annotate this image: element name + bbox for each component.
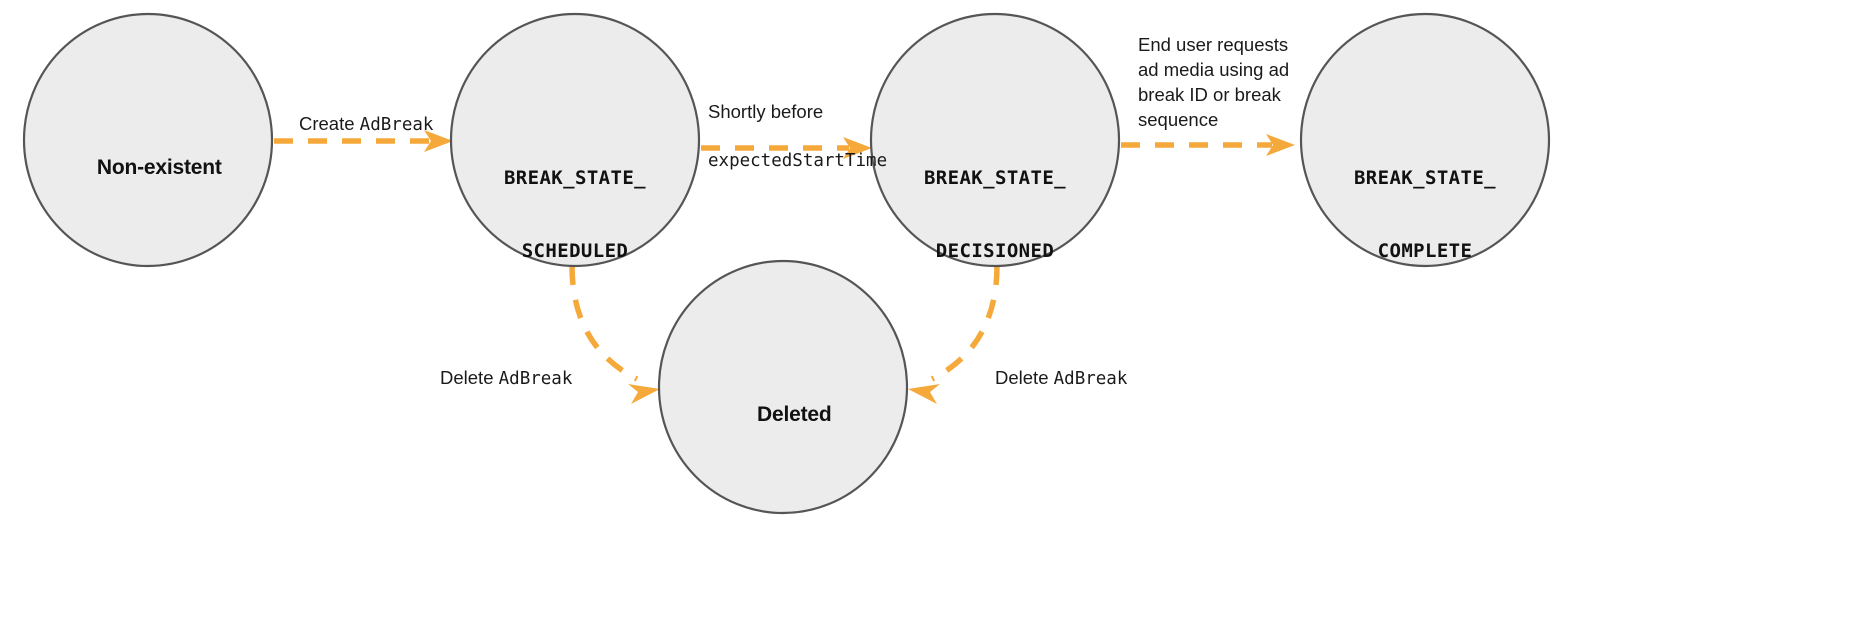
edge-end-user-requests <box>1121 134 1295 156</box>
edge-create-adbreak-arrowhead <box>424 130 453 152</box>
node-break-state-scheduled[interactable] <box>449 12 701 268</box>
edge-delete-from-scheduled <box>569 265 660 404</box>
edge-delete-from-scheduled-line <box>569 265 639 382</box>
edge-end-user-requests-arrowhead <box>1266 134 1295 156</box>
node-break-state-complete[interactable] <box>1299 12 1551 268</box>
node-break-state-decisioned[interactable] <box>869 12 1121 268</box>
edge-shortly-before <box>701 137 872 159</box>
edge-create-adbreak <box>274 130 453 152</box>
edge-delete-from-decisioned-line <box>930 265 1000 382</box>
node-non-existent[interactable] <box>22 12 274 268</box>
edge-delete-from-decisioned-arrowhead <box>908 384 940 404</box>
node-deleted[interactable] <box>657 259 909 515</box>
edge-delete-from-scheduled-arrowhead <box>628 384 660 404</box>
edge-delete-from-decisioned <box>908 265 1000 404</box>
edge-shortly-before-arrowhead <box>843 137 872 159</box>
